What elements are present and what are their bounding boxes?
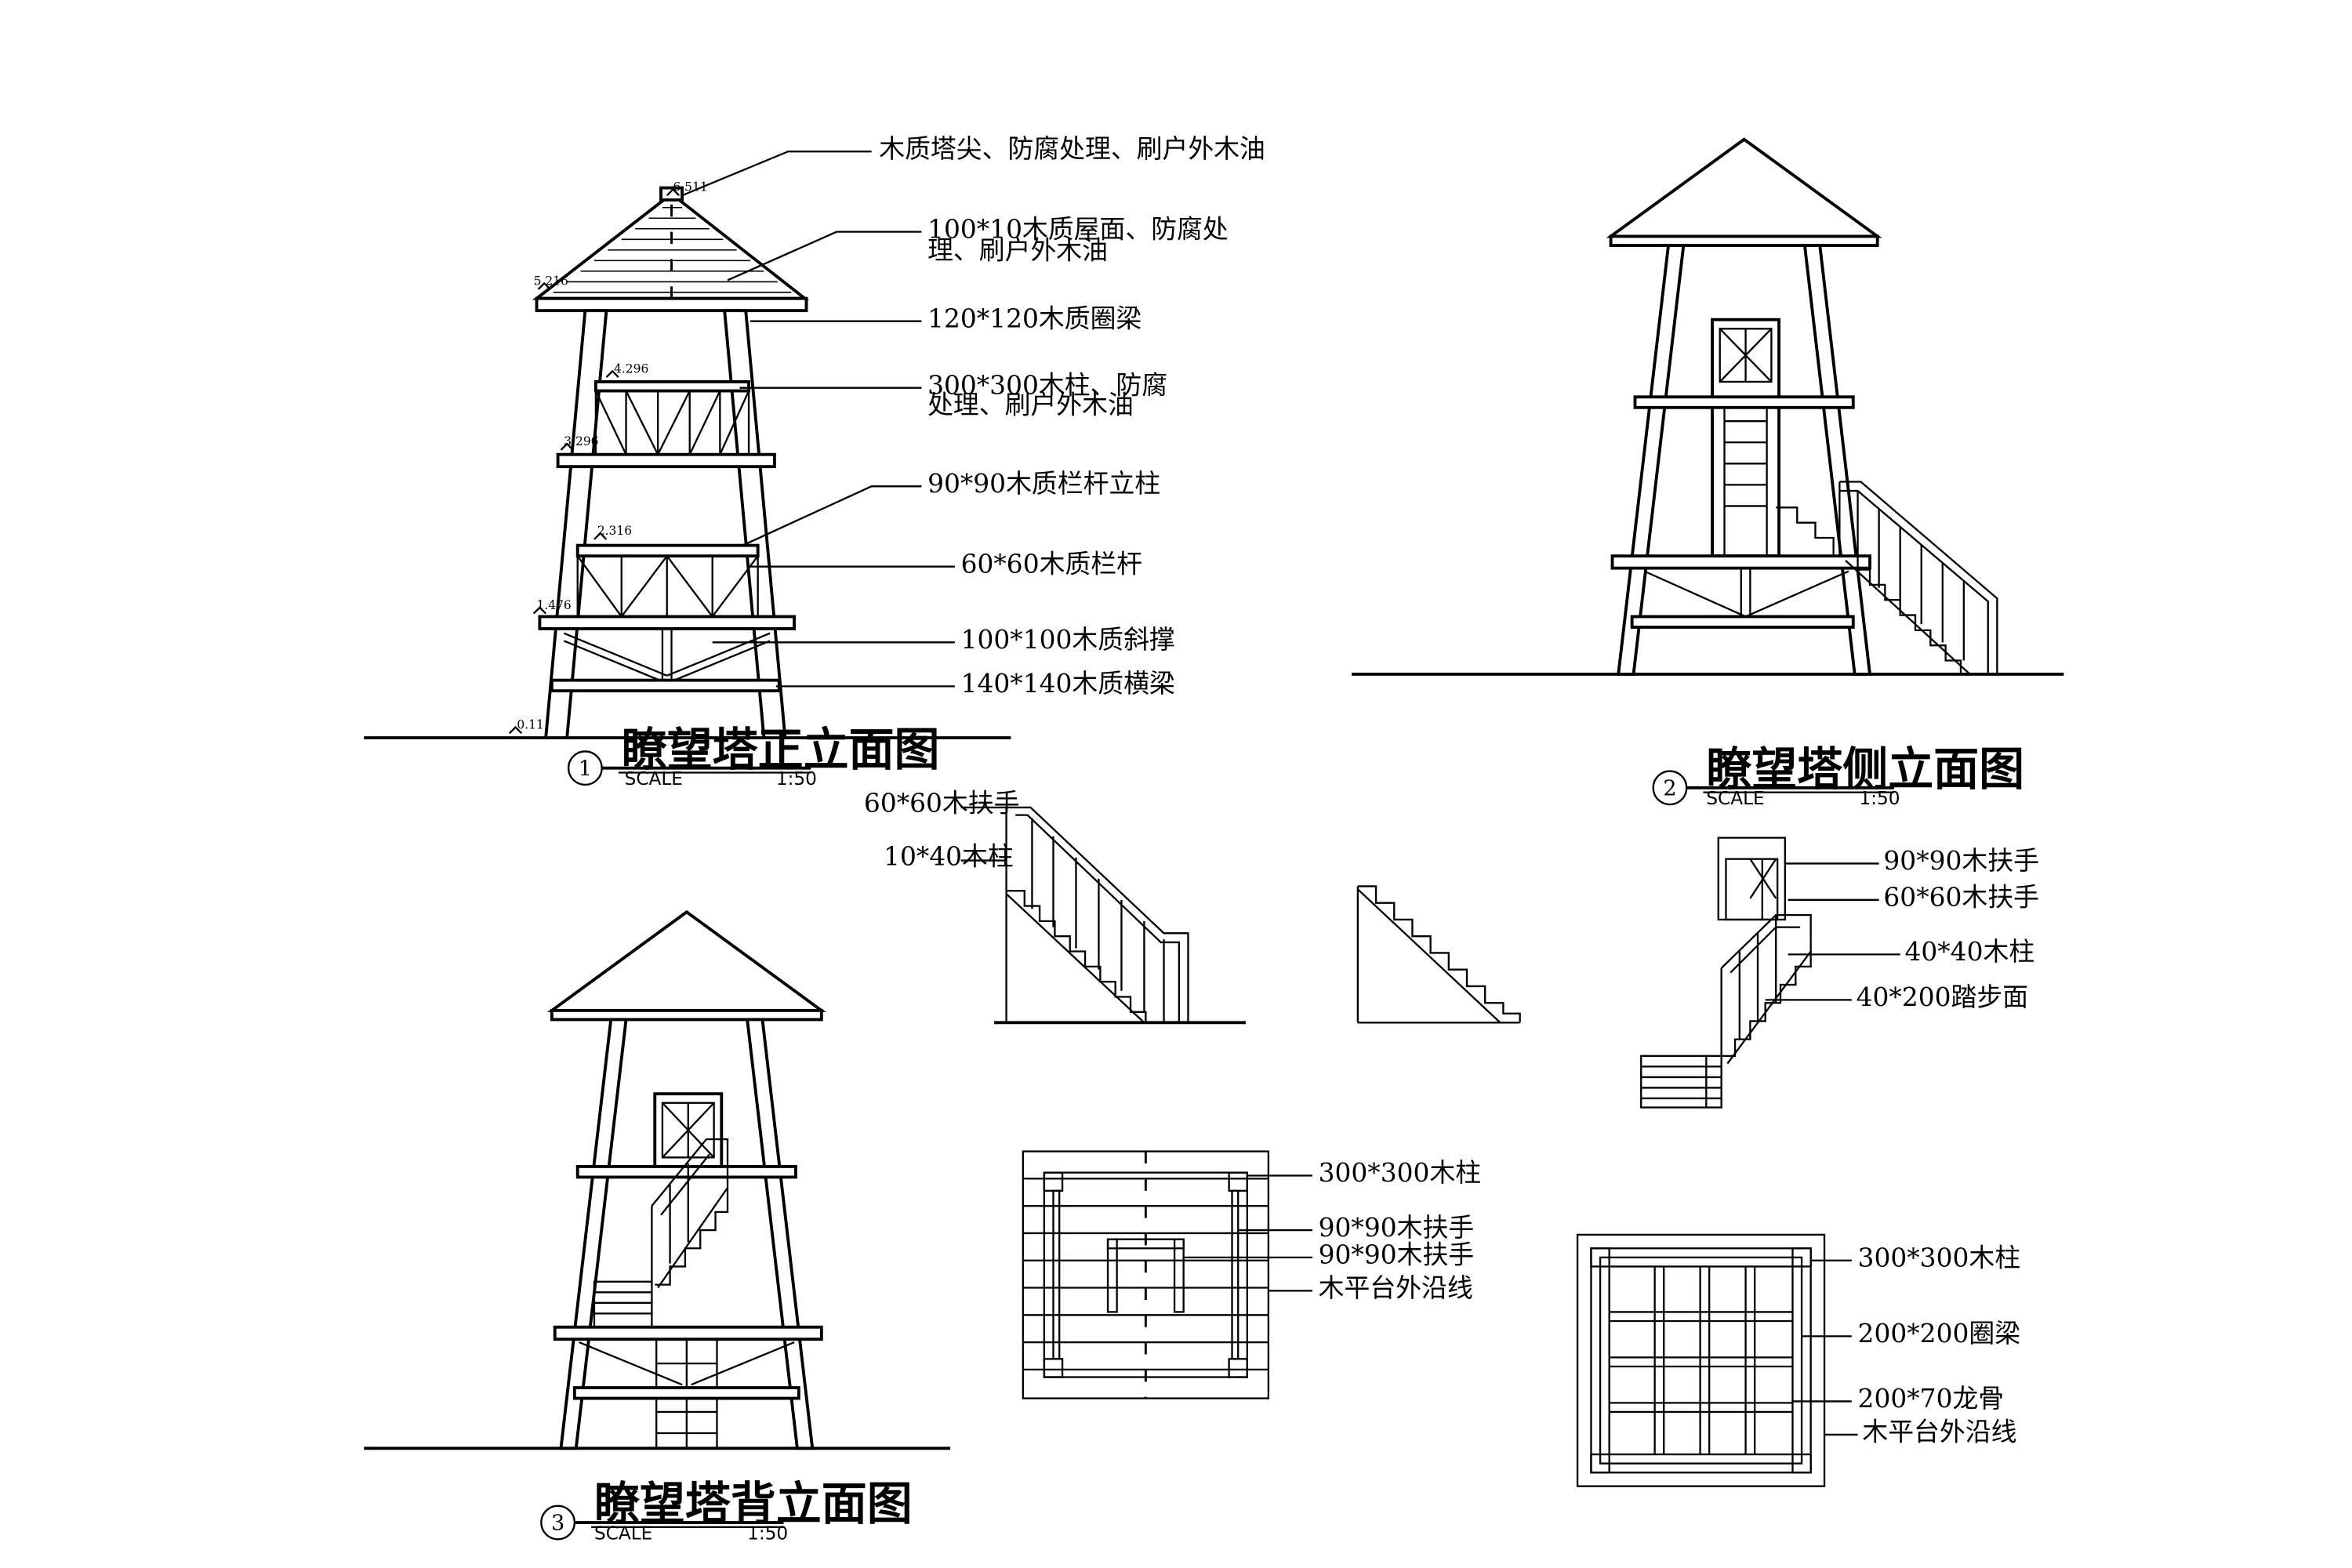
view-title: 瞭望塔侧立面图 <box>1706 742 2024 796</box>
scale-label: SCALE <box>625 768 683 789</box>
lower-platform-plan: 300*300木柱 200*200圈梁 200*70龙骨 木平台外沿线 <box>1576 1233 2021 1487</box>
view-number: 3 <box>551 1512 564 1536</box>
level-mark: 6.511 <box>673 180 707 194</box>
annotation-column-300b: 300*300木柱 <box>1858 1243 2021 1272</box>
annotation-railing-post: 90*90木质栏杆立柱 <box>927 469 1160 499</box>
annotation-ring-beam: 120*120木质圈梁 <box>927 303 1142 333</box>
annotation-post-40: 40*40木柱 <box>1904 937 2034 967</box>
scale-value: 1:50 <box>1859 788 1900 809</box>
level-mark: 0.11 <box>517 717 543 731</box>
stair-profile <box>1356 885 1521 1024</box>
scale-label: SCALE <box>1706 788 1764 809</box>
annotation-column-300: 300*300木柱 <box>1319 1158 1482 1188</box>
view-title: 瞭望塔背立面图 <box>594 1477 913 1530</box>
scale-value: 1:50 <box>776 768 817 789</box>
view-number: 2 <box>1663 776 1676 800</box>
back-elevation: 3 瞭望塔背立面图 SCALE 1:50 <box>364 909 951 1544</box>
annotation-handrail-90: 90*90木扶手 <box>1883 846 2039 876</box>
level-mark: 3.296 <box>564 434 598 448</box>
level-mark: 2.316 <box>597 524 632 538</box>
view-title: 瞭望塔正立面图 <box>622 723 940 776</box>
scale-label: SCALE <box>594 1523 652 1544</box>
annotation-platform-edge-b: 木平台外沿线 <box>1862 1417 2016 1447</box>
annotation-handrail-60: 60*60木扶手 <box>1883 883 2039 913</box>
annotation-joist: 200*70龙骨 <box>1858 1384 2005 1414</box>
annotation-railing: 60*60木质栏杆 <box>961 549 1142 579</box>
annotation-tread: 40*200踏步面 <box>1857 982 2028 1012</box>
annotation-spire: 木质塔尖、防腐处理、刷户外木油 <box>879 134 1265 164</box>
upper-platform-plan: 300*300木柱 90*90木扶手 90*90木扶手 木平台外沿线 <box>1022 1150 1482 1399</box>
view-number: 1 <box>579 757 592 781</box>
stair-section: 90*90木扶手 60*60木扶手 40*40木柱 40*200踏步面 <box>1640 837 2039 1109</box>
level-mark: 1.476 <box>537 598 572 612</box>
annotation-post: 10*40木柱 <box>884 841 1014 871</box>
annotation-platform-edge: 木平台外沿线 <box>1319 1273 1473 1303</box>
level-mark: 4.296 <box>614 361 648 376</box>
annotation-ring-beam-200: 200*200圈梁 <box>1858 1319 2021 1348</box>
side-elevation: 2 瞭望塔侧立面图 SCALE 1:50 <box>1352 137 2064 809</box>
annotation-handrail-90a: 90*90木扶手 <box>1319 1213 1475 1243</box>
annotation-handrail: 60*60木扶手 <box>864 789 1020 818</box>
scale-value: 1:50 <box>747 1523 788 1544</box>
front-elevation: 6.511 5.216 4.296 3.296 2.316 1.476 0.11… <box>364 134 1265 789</box>
annotation-roof-cont: 理、刷户外木油 <box>927 235 1108 265</box>
annotation-brace: 100*100木质斜撑 <box>961 625 1175 655</box>
level-mark: 5.216 <box>534 274 568 288</box>
annotation-roof: 100*10木质屋面、防腐处 <box>927 214 1229 244</box>
annotation-column-cont: 处理、刷户外木油 <box>927 390 1134 420</box>
annotation-column: 300*300木柱、防腐 <box>927 370 1167 400</box>
annotation-handrail-90b: 90*90木扶手 <box>1319 1240 1475 1270</box>
stair-elevation: 60*60木扶手 10*40木柱 <box>864 789 1246 1025</box>
annotation-crossbeam: 140*140木质横梁 <box>961 669 1175 699</box>
